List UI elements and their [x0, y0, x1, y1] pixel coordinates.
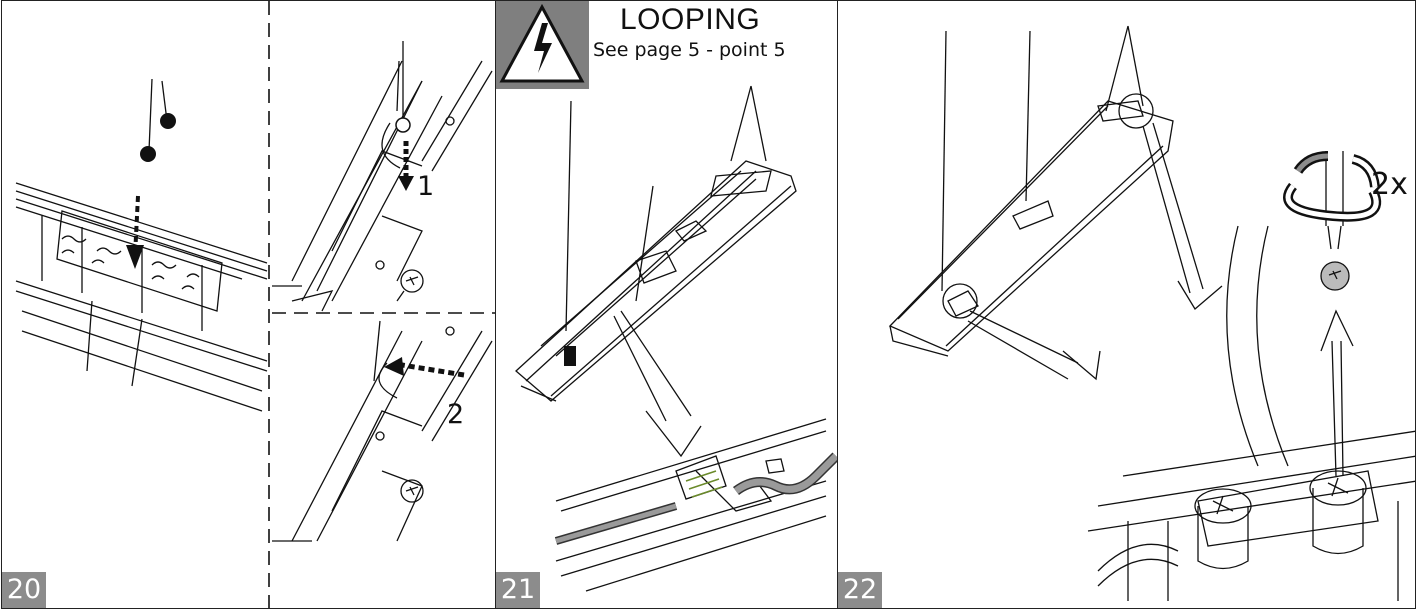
warning-title: LOOPING	[620, 3, 761, 36]
warning-box	[496, 1, 589, 89]
sub-step-2-label: 2	[447, 399, 465, 430]
sub-step-1-label: 1	[417, 171, 435, 202]
warning-subtitle: See page 5 - point 5	[593, 39, 786, 61]
step-22-panel: 2x 22	[837, 0, 1416, 609]
step-22-illustration	[888, 25, 1415, 601]
electrical-hazard-icon	[499, 3, 585, 83]
step-20-panel: 1 2 20	[1, 0, 497, 609]
step-21-illustration	[515, 85, 837, 592]
screwdriver-rotate-icon	[1283, 151, 1382, 222]
step-number-badge: 22	[838, 572, 882, 608]
step-number-badge: 21	[496, 572, 540, 608]
step-21-panel: LOOPING See page 5 - point 5	[495, 0, 838, 609]
step-20-illustration	[15, 1, 496, 608]
turn-count-label: 2x	[1371, 167, 1408, 202]
step-number-badge: 20	[2, 572, 46, 608]
